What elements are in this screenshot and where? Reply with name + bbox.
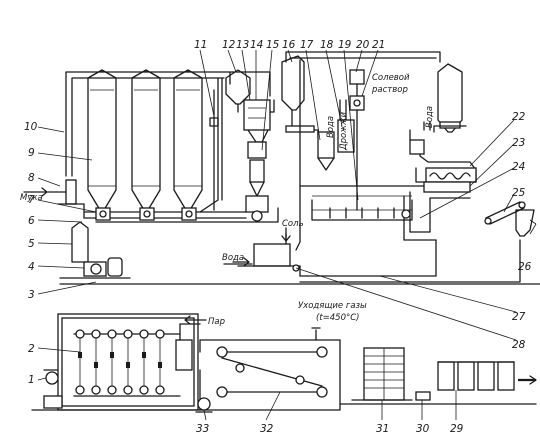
- callout-21: 21: [372, 39, 385, 51]
- vertical-pipe-11: [209, 89, 219, 211]
- callout-28: 28: [512, 339, 526, 351]
- callout-2: 2: [28, 343, 35, 355]
- callout-30: 30: [416, 423, 430, 435]
- silo-1: [87, 69, 117, 211]
- packer-31: [351, 347, 413, 401]
- silo-group: [87, 69, 203, 211]
- divider-23-24: [401, 181, 471, 241]
- callout-14: 14: [250, 39, 263, 51]
- callout-13: 13: [236, 39, 249, 51]
- tank-5: [71, 221, 89, 263]
- callout-32: 32: [260, 423, 274, 435]
- oven-chain-columns: [75, 329, 165, 395]
- silo-2: [131, 69, 161, 211]
- label-exhaust-1: Уходящие газы: [298, 301, 367, 311]
- bottom-collector: [83, 207, 279, 223]
- dosers: [317, 69, 365, 211]
- callout-26: 26: [518, 261, 532, 273]
- callout-4: 4: [28, 261, 35, 273]
- callout-19: 19: [338, 39, 352, 51]
- label-water-top: Вода: [326, 116, 336, 138]
- callout-23: 23: [512, 137, 525, 149]
- callout-22: 22: [512, 111, 526, 123]
- callout-27: 27: [512, 311, 526, 323]
- dough-tank: [299, 185, 431, 221]
- callout-24: 24: [512, 161, 525, 173]
- pneumatic-pipes: [65, 69, 271, 213]
- label-yeast: Дрожжи: [339, 111, 349, 151]
- label-salt: Соль: [282, 219, 304, 229]
- mixer-22: [409, 129, 477, 183]
- callout-25: 25: [512, 187, 526, 199]
- feeder-1: [31, 369, 201, 411]
- callout-5: 5: [28, 238, 35, 250]
- callout-numbers: 1 2 3 4 5 6 7 8 9 10 11 12 13 14 15 16 1…: [24, 39, 532, 435]
- label-water-left: Вода: [222, 253, 244, 263]
- callout-20: 20: [356, 39, 370, 51]
- callout-8: 8: [28, 172, 35, 184]
- callout-15: 15: [266, 39, 280, 51]
- pumps-4: [59, 257, 131, 279]
- conveyor-30: [339, 391, 537, 405]
- callout-1: 1: [28, 374, 35, 386]
- callout-31: 31: [376, 423, 389, 435]
- callout-3: 3: [28, 289, 35, 301]
- label-salt-solution-2: раствор: [371, 85, 408, 95]
- label-salt-solution-1: Солевой: [372, 73, 410, 83]
- cyclone-column: [225, 69, 275, 222]
- callout-6: 6: [28, 215, 35, 227]
- callout-7: 7: [28, 194, 35, 206]
- callout-12: 12: [222, 39, 236, 51]
- callout-9: 9: [28, 147, 35, 159]
- silo-3: [173, 69, 203, 211]
- arrows: [23, 109, 431, 325]
- text-labels: Солевой раствор Вода Дрожжи Вода Мука Со…: [20, 73, 435, 327]
- callout-11: 11: [194, 39, 207, 51]
- packages-29: [437, 361, 537, 391]
- callout-10: 10: [24, 121, 38, 133]
- label-water-right: Вода: [425, 106, 435, 128]
- callout-16: 16: [282, 39, 296, 51]
- callout-33: 33: [196, 423, 209, 435]
- oven-2: [57, 313, 201, 411]
- label-flour: Мука: [20, 193, 43, 203]
- hopper-right: [433, 63, 467, 133]
- callout-18: 18: [320, 39, 334, 51]
- supply-lines: [223, 59, 521, 283]
- label-steam: Пар: [208, 317, 225, 327]
- label-exhaust-2: (t=450°C): [316, 313, 360, 323]
- cooler-32: [199, 327, 341, 411]
- top-conveyor-line: [285, 51, 441, 63]
- conveyor-25: [484, 201, 537, 237]
- salt-tank: [237, 233, 301, 277]
- leader-lines: [37, 49, 517, 421]
- callout-29: 29: [450, 423, 464, 435]
- left-intake: [47, 179, 85, 219]
- callout-17: 17: [300, 39, 314, 51]
